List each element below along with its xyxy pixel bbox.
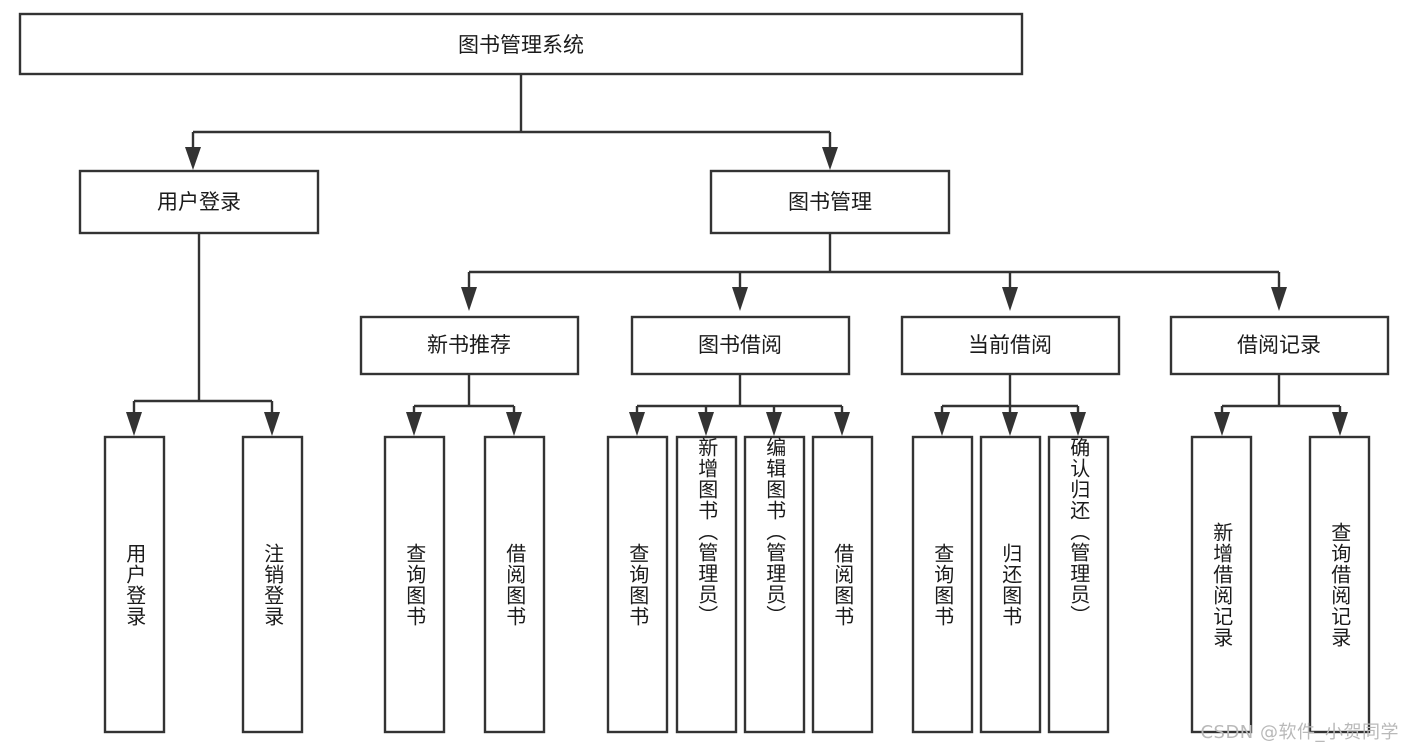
node-module-borrow-record-box[interactable] [1169,315,1390,376]
arrow-icon [185,147,201,170]
node-module-borrow-record[interactable]: 借阅记录 [1169,315,1390,376]
watermark-text: CSDN @软件_小贺同学 [1200,722,1399,743]
arrow-icon [506,412,522,436]
connector-borrowrecord-to-leaves [1214,374,1348,436]
node-module-new-book-box[interactable] [359,315,580,376]
arrow-icon [1002,287,1018,311]
node-module-book-borrow-box[interactable] [630,315,851,376]
node-book-management-label: 图书管理 [788,190,872,214]
connector-newbook-to-leaves [406,374,522,436]
leaf-box-query-book-3[interactable] [911,435,974,734]
leaf-box-borrow-book-2[interactable] [811,435,874,734]
connector-bookborrow-to-leaves [629,374,850,436]
leaf-box-confirm-return[interactable] [1047,435,1110,734]
node-module-new-book[interactable]: 新书推荐 [359,315,580,376]
node-module-book-borrow[interactable]: 图书借阅 [630,315,851,376]
leaf-box-user-login[interactable] [103,435,166,734]
node-module-new-book-label: 新书推荐 [427,333,511,357]
arrow-icon [934,412,950,436]
leaf-box-add-book[interactable] [675,435,738,734]
connector-root-to-level2 [185,74,838,170]
arrow-icon [461,287,477,311]
node-module-book-borrow-label: 图书借阅 [698,333,782,357]
arrow-icon [834,412,850,436]
node-root-label: 图书管理系统 [458,33,584,57]
node-book-management-box[interactable] [709,169,951,235]
arrow-icon [766,412,782,436]
leaf-box-return-book[interactable] [979,435,1042,734]
arrow-icon [1271,287,1287,311]
leaf-box-query-book-2[interactable] [606,435,669,734]
arrow-icon [822,147,838,170]
leaf-box-query-record[interactable] [1308,435,1371,734]
leaf-box-borrow-book-1[interactable] [483,435,546,734]
arrow-icon [264,412,280,436]
node-module-current-borrow-box[interactable] [900,315,1121,376]
arrow-icon [629,412,645,436]
leaf-box-query-book-1[interactable] [383,435,446,734]
arrow-icon [732,287,748,311]
arrow-icon [698,412,714,436]
node-module-current-borrow[interactable]: 当前借阅 [900,315,1121,376]
arrow-icon [1002,412,1018,436]
arrow-icon [126,412,142,436]
connector-currentborrow-to-leaves [934,374,1086,436]
node-root-box[interactable] [18,12,1024,76]
node-module-current-borrow-label: 当前借阅 [968,333,1052,357]
arrow-icon [1214,412,1230,436]
node-user-login-box[interactable] [78,169,320,235]
leaf-box-add-record[interactable] [1190,435,1253,734]
node-root[interactable]: 图书管理系统 [18,12,1024,76]
connector-userlogin-to-leaves [126,233,280,436]
node-user-login[interactable]: 用户登录 [78,169,320,235]
leaf-box-logout[interactable] [241,435,304,734]
arrow-icon [1070,412,1086,436]
node-user-login-label: 用户登录 [157,190,241,214]
leaf-box-edit-book[interactable] [743,435,806,734]
arrow-icon [1332,412,1348,436]
node-book-management[interactable]: 图书管理 [709,169,951,235]
node-module-borrow-record-label: 借阅记录 [1237,333,1321,357]
connector-bookmgmt-to-modules [461,233,1287,311]
arrow-icon [406,412,422,436]
